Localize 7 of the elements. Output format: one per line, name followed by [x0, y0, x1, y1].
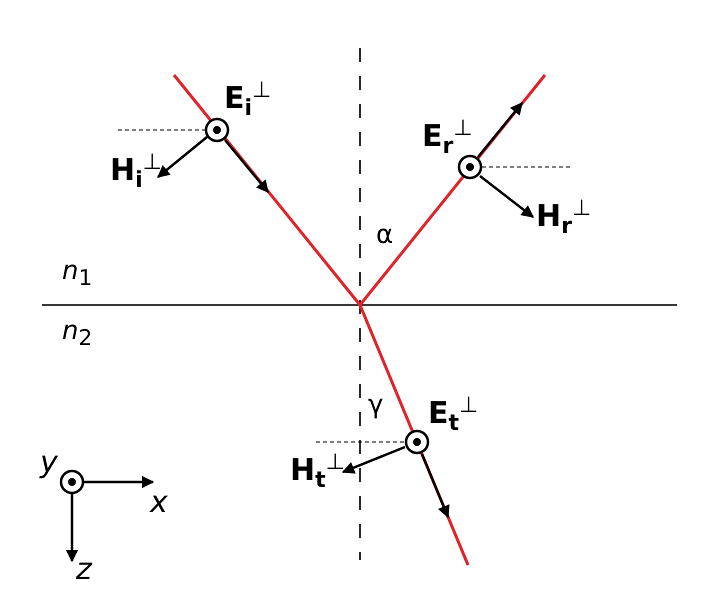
- angle-label: γ: [368, 392, 384, 418]
- medium-label: n$_{2}$: [62, 318, 92, 350]
- axis-label: x: [150, 488, 168, 518]
- axis-label: y: [40, 448, 58, 478]
- medium-label: n$_{1}$: [62, 258, 92, 290]
- axis-label: z: [76, 555, 92, 585]
- angle-label: α: [376, 222, 394, 248]
